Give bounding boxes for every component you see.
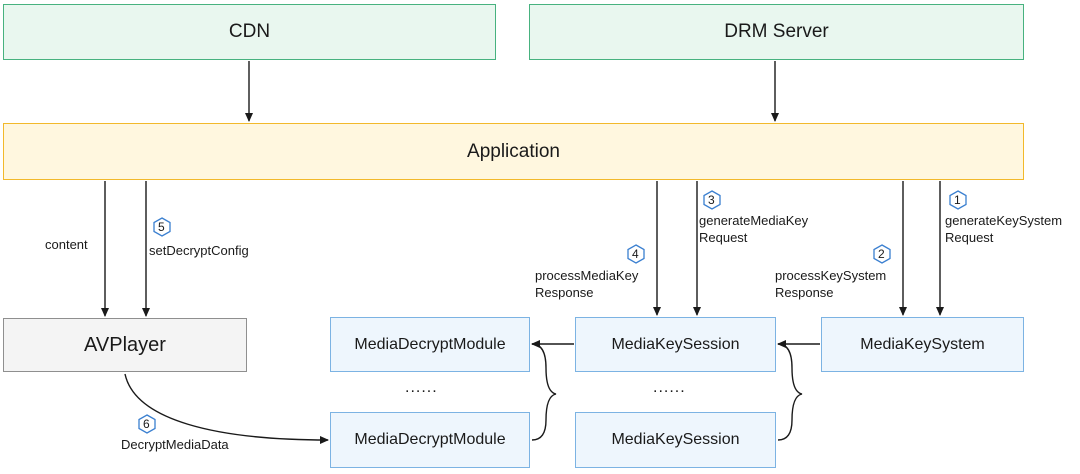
media-decrypt-module-node: MediaDecryptModule	[330, 412, 530, 468]
process-media-key-response-label-line2: Response	[535, 285, 594, 300]
media-key-session-label: MediaKeySession	[611, 431, 740, 448]
ellipsis-decrypt-modules: ......	[405, 379, 438, 396]
decrypt-media-data-arrow	[124, 373, 329, 444]
key-sessions-brace	[777, 343, 803, 441]
generate-media-key-request-label-line1: generateMediaKey	[699, 213, 809, 228]
generate-key-system-request-label-line2: Request	[945, 230, 994, 245]
process-media-key-response-label-line1: processMediaKey	[535, 268, 639, 283]
drm-server-label: DRM Server	[724, 21, 829, 42]
step-number-6: 6	[143, 417, 150, 431]
step-number-4: 4	[632, 247, 639, 261]
drm-server-node: DRM Server	[529, 4, 1024, 60]
media-key-session-node: MediaKeySession	[575, 412, 776, 468]
process-key-system-response-label-line1: processKeySystem	[775, 268, 887, 283]
step-badge-3	[703, 190, 721, 210]
media-key-session-node: MediaKeySession	[575, 317, 776, 372]
step-number-5: 5	[158, 220, 165, 234]
step-number-1: 1	[954, 193, 961, 207]
cdn-label: CDN	[228, 21, 271, 42]
step-number-3: 3	[708, 193, 715, 207]
content-label: content	[45, 237, 88, 252]
step-number-2: 2	[878, 247, 885, 261]
media-decrypt-module-label: MediaDecryptModule	[354, 335, 506, 353]
step-badge-6	[138, 414, 156, 434]
media-decrypt-module-label: MediaDecryptModule	[354, 431, 506, 448]
media-key-system-label: MediaKeySystem	[860, 335, 985, 353]
media-decrypt-module-node: MediaDecryptModule	[330, 317, 530, 372]
step-badge-2	[873, 244, 891, 264]
step-badge-4	[627, 244, 645, 264]
application-node: Application	[3, 123, 1024, 180]
media-key-system-node: MediaKeySystem	[821, 317, 1024, 372]
cdn-node: CDN	[3, 4, 496, 60]
set-decrypt-config-label: setDecryptConfig	[149, 243, 249, 258]
avplayer-label: AVPlayer	[84, 333, 166, 356]
generate-media-key-request-label-line2: Request	[699, 230, 748, 245]
avplayer-node: AVPlayer	[3, 318, 247, 372]
media-key-session-label: MediaKeySession	[611, 335, 740, 353]
ellipsis-key-sessions: ......	[653, 379, 686, 396]
process-key-system-response-label-line2: Response	[775, 285, 834, 300]
decrypt-media-data-label: DecryptMediaData	[121, 437, 229, 452]
application-label: Application	[467, 140, 560, 162]
decrypt-modules-brace	[531, 343, 557, 441]
step-badge-1	[949, 190, 967, 210]
step-badge-5	[153, 217, 171, 237]
generate-key-system-request-label-line1: generateKeySystem	[945, 213, 1063, 228]
